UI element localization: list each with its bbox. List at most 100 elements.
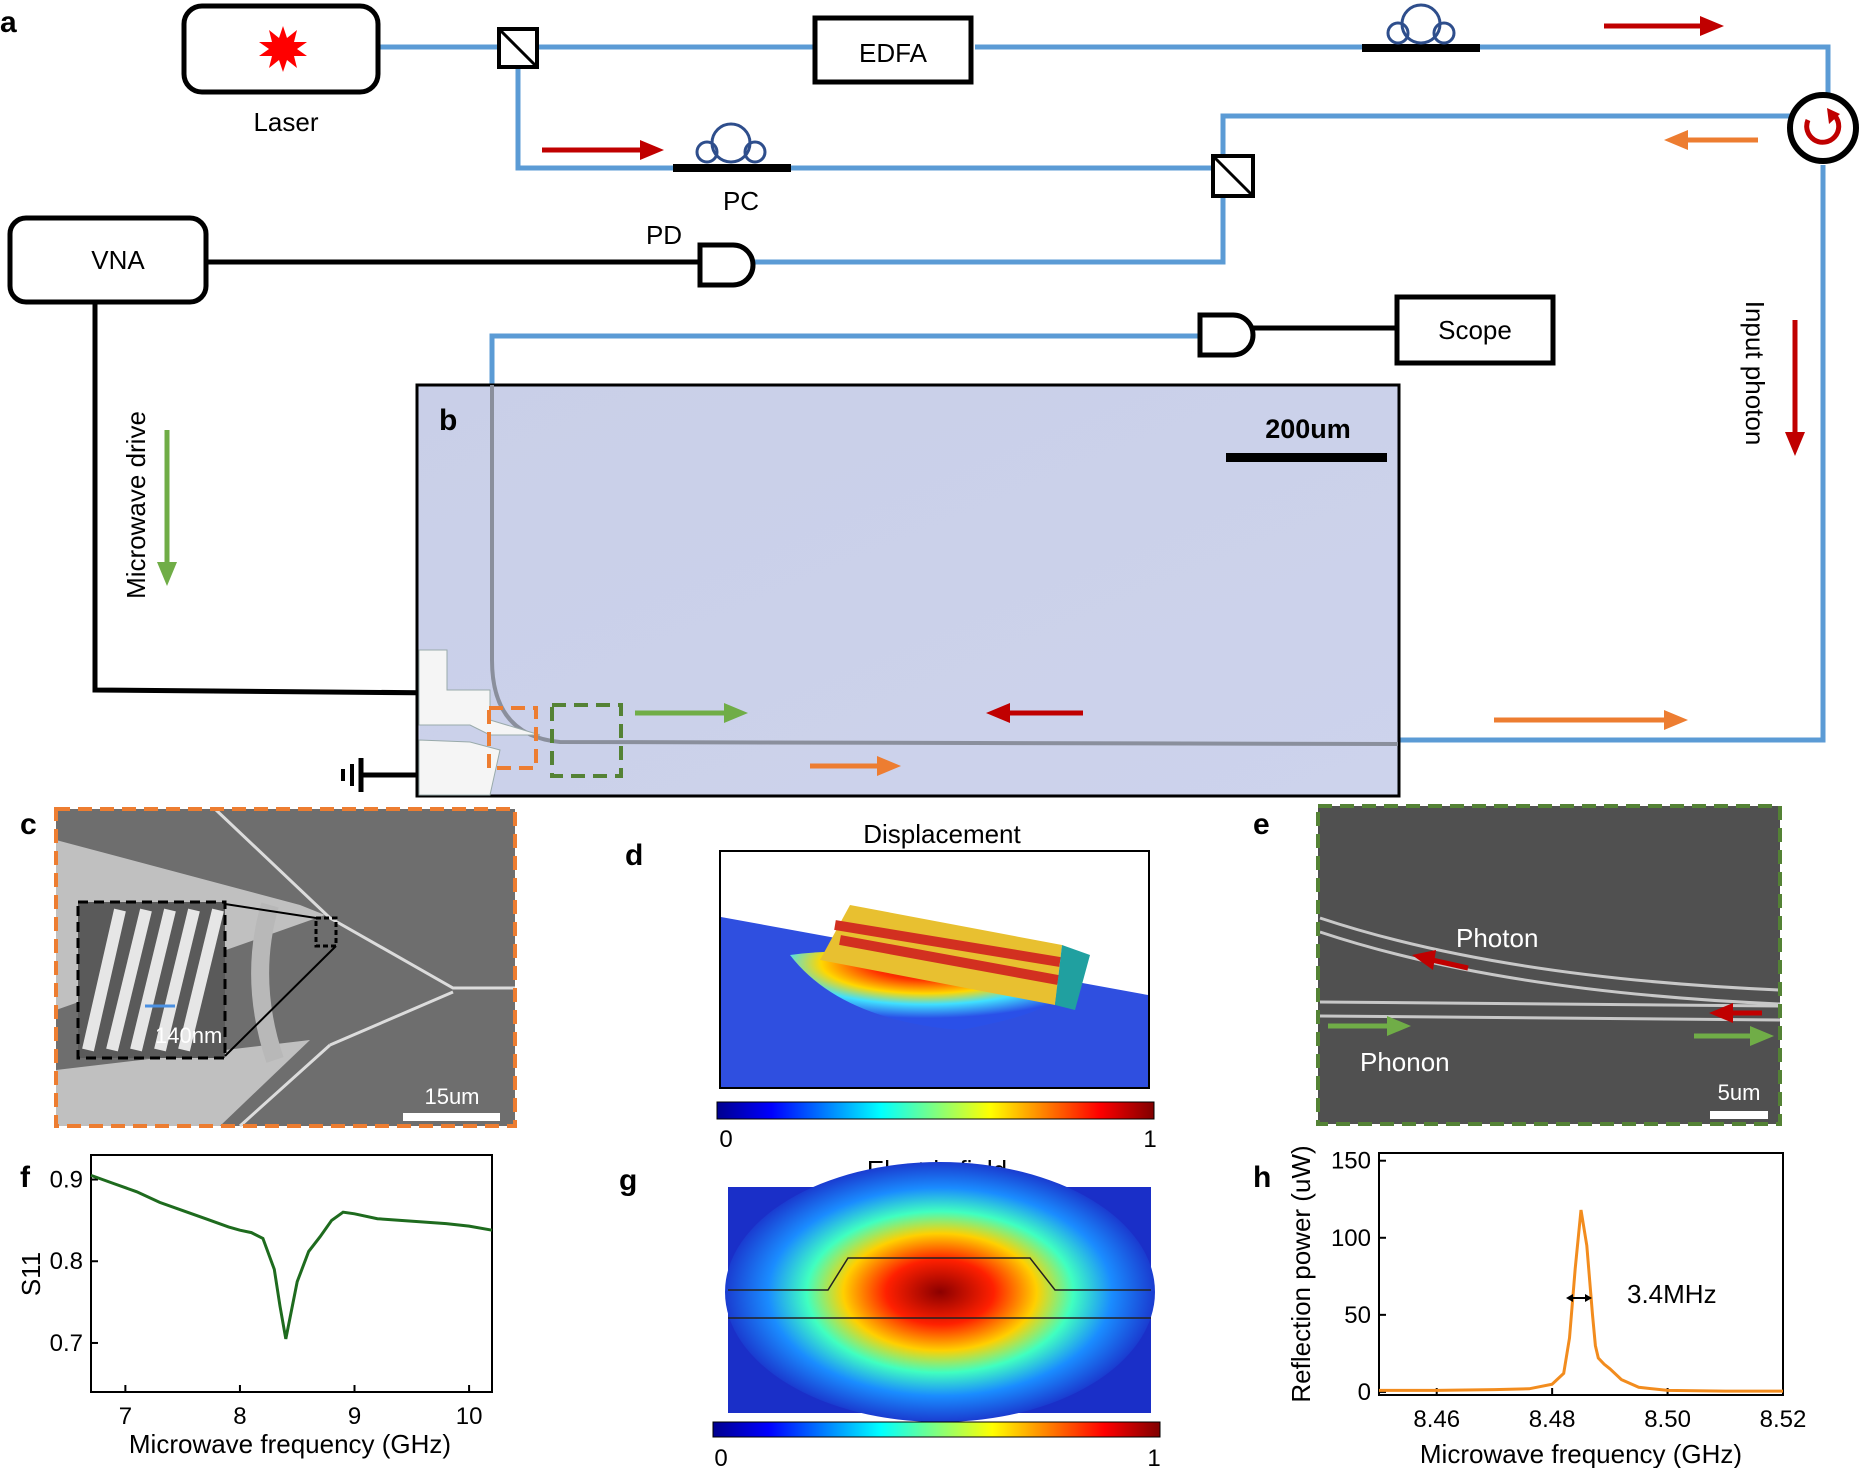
beam-splitter-2-icon bbox=[1211, 154, 1255, 198]
h-xtick-label: 8.46 bbox=[1413, 1406, 1460, 1433]
f-ytick-label: 0.7 bbox=[50, 1330, 83, 1357]
sem-c-electrode-bottom bbox=[56, 1040, 310, 1126]
arrow-red-e1-icon bbox=[1412, 950, 1469, 971]
panel-d-displacement: d Displacement 0 1 bbox=[625, 819, 1157, 1153]
f-xtick-label: 8 bbox=[233, 1403, 246, 1430]
scope-box bbox=[1394, 294, 1556, 366]
efield-cbar-max: 1 bbox=[1147, 1445, 1160, 1468]
fiber-chip-to-scope bbox=[489, 333, 1200, 385]
h-ytick-label: 150 bbox=[1331, 1148, 1371, 1175]
f-xtick-label: 10 bbox=[456, 1403, 483, 1430]
displacement-cbar-max: 1 bbox=[1143, 1126, 1156, 1153]
sem-e-photon-label: Photon bbox=[1456, 923, 1538, 953]
arrow-red-b-icon bbox=[986, 703, 1083, 723]
efield-mode bbox=[725, 1162, 1155, 1422]
panel-label-f: f bbox=[20, 1161, 31, 1194]
input-photon-label: Input photon bbox=[1740, 301, 1770, 446]
panel-label-c: c bbox=[20, 808, 37, 841]
circulator-icon bbox=[1787, 92, 1859, 164]
scalebar-c bbox=[403, 1113, 500, 1121]
sem-e-curved-waveguide-2 bbox=[1319, 930, 1781, 1006]
h-ytick-label: 50 bbox=[1344, 1302, 1371, 1329]
arrow-red-e2-icon bbox=[1709, 1003, 1762, 1023]
h-plot-area bbox=[1378, 1152, 1784, 1396]
polarization-controller-icon bbox=[673, 122, 791, 172]
panel-g-efield: g Electric field 0 1 bbox=[619, 1155, 1161, 1468]
f-xtick-label: 9 bbox=[348, 1403, 361, 1430]
f-plot-area bbox=[90, 1154, 493, 1393]
electrode-pad-top bbox=[418, 649, 541, 736]
displacement-cbar-min: 0 bbox=[719, 1126, 732, 1153]
sem-c-frame bbox=[54, 807, 517, 1128]
f-xtick-label: 7 bbox=[119, 1403, 132, 1430]
panel-label-a: a bbox=[0, 6, 17, 39]
displacement-colorbar bbox=[716, 1101, 1155, 1120]
vna-label: VNA bbox=[91, 245, 145, 275]
laser-burst-icon bbox=[259, 26, 307, 72]
panel-label-g: g bbox=[619, 1164, 637, 1197]
displacement-ridge-stripes bbox=[834, 920, 1061, 985]
sem-c-idt-arc bbox=[251, 902, 284, 1063]
arrow-green-microwave-icon bbox=[157, 430, 177, 586]
arrow-green-e1-icon bbox=[1328, 1016, 1411, 1036]
fiber-top-line bbox=[537, 44, 1831, 95]
h-linewidth-marker-icon bbox=[1566, 1294, 1592, 1302]
fiber-circulator-return bbox=[1220, 113, 1800, 156]
sem-e-curved-waveguide-1 bbox=[1319, 916, 1781, 992]
f-xlabel: Microwave frequency (GHz) bbox=[129, 1429, 451, 1459]
panel-e-sem: e Photon Phonon 5um bbox=[1253, 804, 1782, 1126]
efield-waveguide-outline bbox=[728, 1257, 1151, 1319]
polarization-controller-top-icon bbox=[1362, 3, 1480, 52]
edfa-box bbox=[812, 15, 974, 85]
h-annotation: 3.4MHz bbox=[1627, 1279, 1717, 1309]
arrow-green-b-icon bbox=[635, 703, 748, 723]
efield-cbar-min: 0 bbox=[714, 1445, 727, 1468]
sem-c-taper-lines bbox=[213, 807, 515, 1128]
h-xtick-label: 8.50 bbox=[1644, 1406, 1691, 1433]
scale-label-c: 15um bbox=[424, 1084, 479, 1109]
h-xtick-label: 8.48 bbox=[1529, 1406, 1576, 1433]
scale-label-b: 200um bbox=[1265, 414, 1351, 444]
fiber-reference-arm bbox=[515, 66, 1215, 171]
panel-label-b: b bbox=[439, 404, 457, 437]
fiber-to-pd bbox=[753, 195, 1226, 265]
h-reflection-line bbox=[1379, 1209, 1783, 1393]
arrow-red-top-icon bbox=[1604, 16, 1724, 36]
panel-label-d: d bbox=[625, 839, 643, 872]
photodetector-icon bbox=[697, 242, 756, 288]
scope-photodetector-icon bbox=[1197, 312, 1256, 358]
arrow-orange-out-icon bbox=[1494, 710, 1688, 730]
green-zoom-box bbox=[550, 703, 623, 778]
scalebar-e bbox=[1710, 1111, 1768, 1119]
panel-label-e: e bbox=[1253, 808, 1270, 841]
sem-c-zoom-mark bbox=[314, 916, 338, 948]
microwave-drive-label: Microwave drive bbox=[121, 411, 151, 599]
orange-zoom-box bbox=[487, 706, 538, 770]
sem-e-straight-waveguide bbox=[1319, 1000, 1781, 1022]
panel-a-setup: a Laser EDFA bbox=[0, 3, 1859, 792]
panel-c-sem: c 140nm 15um bbox=[20, 807, 517, 1128]
h-xlabel: Microwave frequency (GHz) bbox=[1420, 1439, 1742, 1468]
panel-label-h: h bbox=[1253, 1161, 1271, 1194]
electrode-pad-bottom bbox=[418, 739, 501, 796]
arrow-orange-return-icon bbox=[1664, 130, 1758, 150]
sem-c-inset-label: 140nm bbox=[155, 1023, 222, 1048]
panel-b-micrograph: b 200um bbox=[415, 383, 1401, 798]
h-ytick-label: 0 bbox=[1358, 1379, 1371, 1406]
efield-colorbar bbox=[712, 1421, 1161, 1438]
sem-e-frame bbox=[1316, 804, 1782, 1126]
arrow-red-input-icon bbox=[1785, 320, 1805, 456]
f-s11-line bbox=[90, 1173, 493, 1340]
wire-vna-to-chip bbox=[92, 302, 448, 696]
f-ylabel: S11 bbox=[16, 1252, 46, 1296]
h-xtick-label: 8.52 bbox=[1760, 1406, 1807, 1433]
scope-label: Scope bbox=[1438, 315, 1512, 345]
sem-c-inset-fingers bbox=[82, 908, 224, 1052]
sem-e-phonon-label: Phonon bbox=[1360, 1047, 1450, 1077]
scale-label-e: 5um bbox=[1718, 1080, 1761, 1105]
scalebar-b bbox=[1226, 453, 1387, 462]
